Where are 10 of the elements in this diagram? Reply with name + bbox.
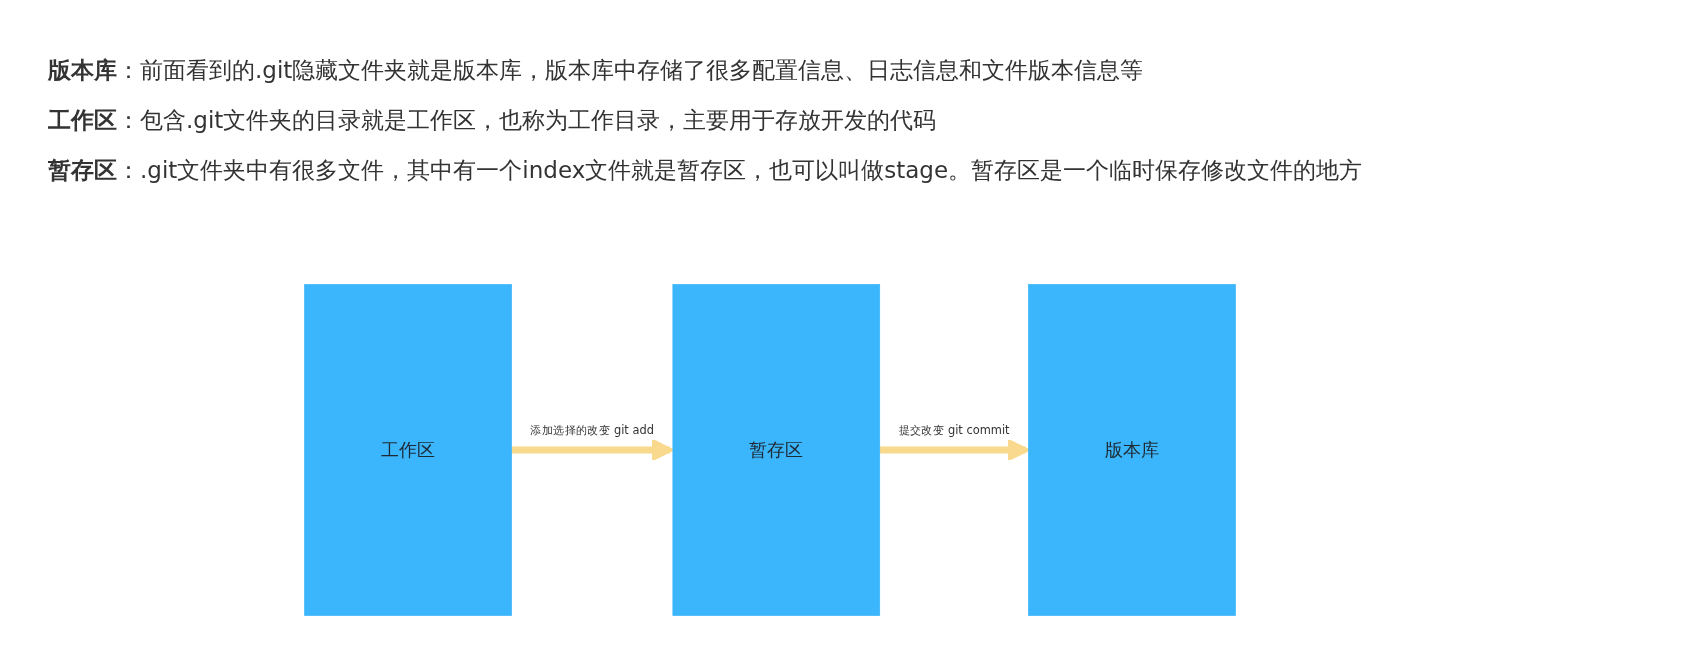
definition-paragraph: 版本库：前面看到的.git隐藏文件夹就是版本库，版本库中存储了很多配置信息、日志信息和文件版本信息等 (48, 56, 1145, 85)
node-box: 暂存区 (672, 284, 881, 616)
definition-paragraph: 暂存区：.git文件夹中有很多文件，其中有一个index文件就是暂存区，也可以叫做stage。暂存区是一个临时保存修改文件的地方 (48, 156, 1364, 185)
node-box: 版本库 (1028, 284, 1236, 616)
node-box: 工作区 (304, 284, 512, 616)
edge-label: 添加选择的改变 git add (530, 423, 654, 438)
edge-label: 提交改变 git commit (898, 423, 1010, 438)
arrow (879, 438, 1030, 462)
definition-paragraph: 工作区：包含.git文件夹的目录就是工作区，也称为工作目录，主要用于存放开发的代码 (48, 106, 938, 135)
arrow (511, 438, 674, 462)
